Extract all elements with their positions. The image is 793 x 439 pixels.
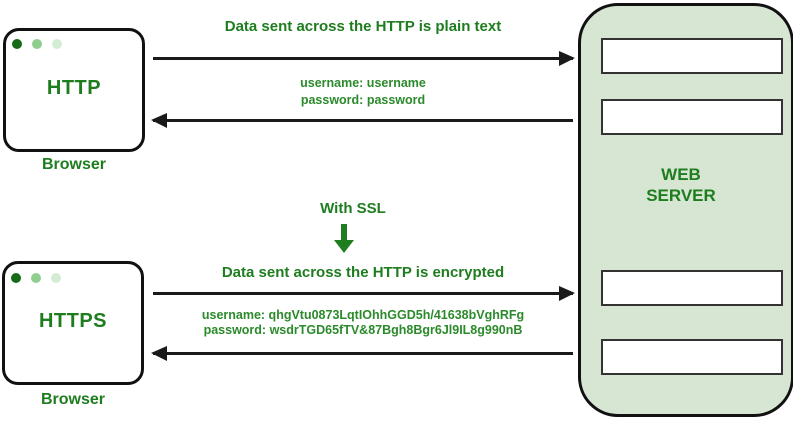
web-server-label-line2: SERVER [646, 186, 716, 205]
http-password-text: password: password [300, 93, 426, 107]
web-server: WEB SERVER [578, 3, 793, 417]
server-slot [601, 38, 783, 74]
server-slot [601, 339, 783, 375]
window-dot-mid-icon [31, 273, 41, 283]
https-password-text: password: wsdrTGD65fTV&87Bgh8Bgr6Jl9IL8g… [203, 323, 523, 337]
server-slot [601, 99, 783, 135]
window-dot-dark-icon [11, 273, 21, 283]
server-slot [601, 270, 783, 306]
arrow-left-icon [151, 346, 573, 361]
https-browser-window: HTTPS [2, 261, 144, 385]
http-label: HTTP [46, 77, 102, 99]
https-label: HTTPS [38, 310, 108, 332]
https-username-text: username: qhgVtu0873LqtIOhhGGD5h/41638bV… [201, 308, 525, 322]
http-browser-window: HTTP [3, 28, 145, 152]
http-username-text: username: username [300, 76, 426, 90]
window-dot-light-icon [51, 273, 61, 283]
web-server-label: WEB SERVER [581, 164, 781, 206]
arrow-right-icon [153, 51, 575, 66]
arrow-right-icon [153, 286, 575, 301]
window-dot-light-icon [52, 39, 62, 49]
https-flow-title: Data sent across the HTTP is encrypted [221, 264, 505, 281]
arrow-left-icon [151, 113, 573, 128]
window-dot-mid-icon [32, 39, 42, 49]
http-flow-title: Data sent across the HTTP is plain text [224, 18, 502, 35]
https-browser-caption: Browser [40, 391, 106, 408]
ssl-down-arrow-icon [334, 224, 354, 254]
with-ssl-label: With SSL [320, 200, 386, 217]
window-dot-dark-icon [12, 39, 22, 49]
http-browser-caption: Browser [41, 156, 107, 173]
web-server-label-line1: WEB [661, 165, 701, 184]
